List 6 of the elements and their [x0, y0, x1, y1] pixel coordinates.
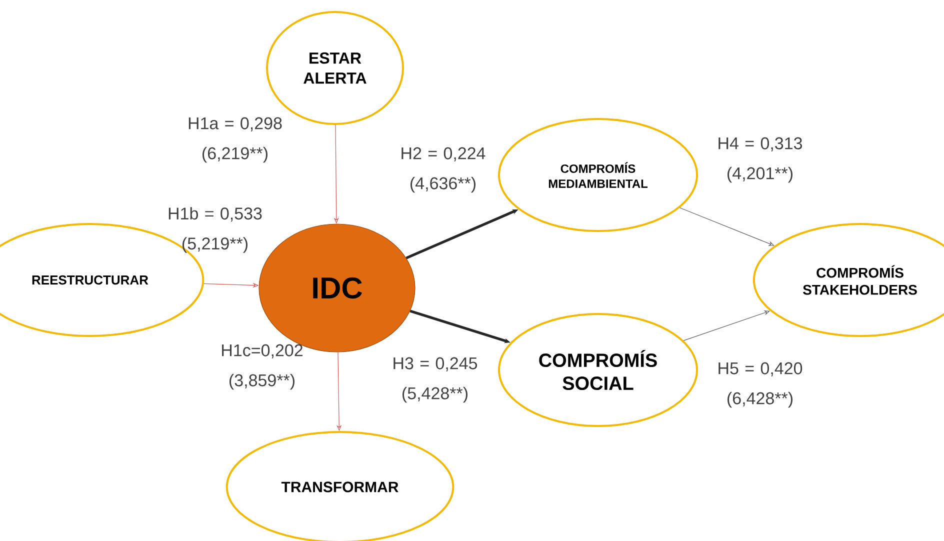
arrow	[336, 352, 342, 431]
edge-label: H4 = 0,313 (4,201**)	[718, 137, 802, 183]
edge-label: H2 = 0,224 (4,636**)	[402, 147, 486, 193]
arrow	[680, 207, 774, 246]
edge-label: H5 = 0,420 (6,428**)	[718, 362, 802, 408]
edge-label: H3 = 0,245 (5,428**)	[394, 357, 478, 403]
